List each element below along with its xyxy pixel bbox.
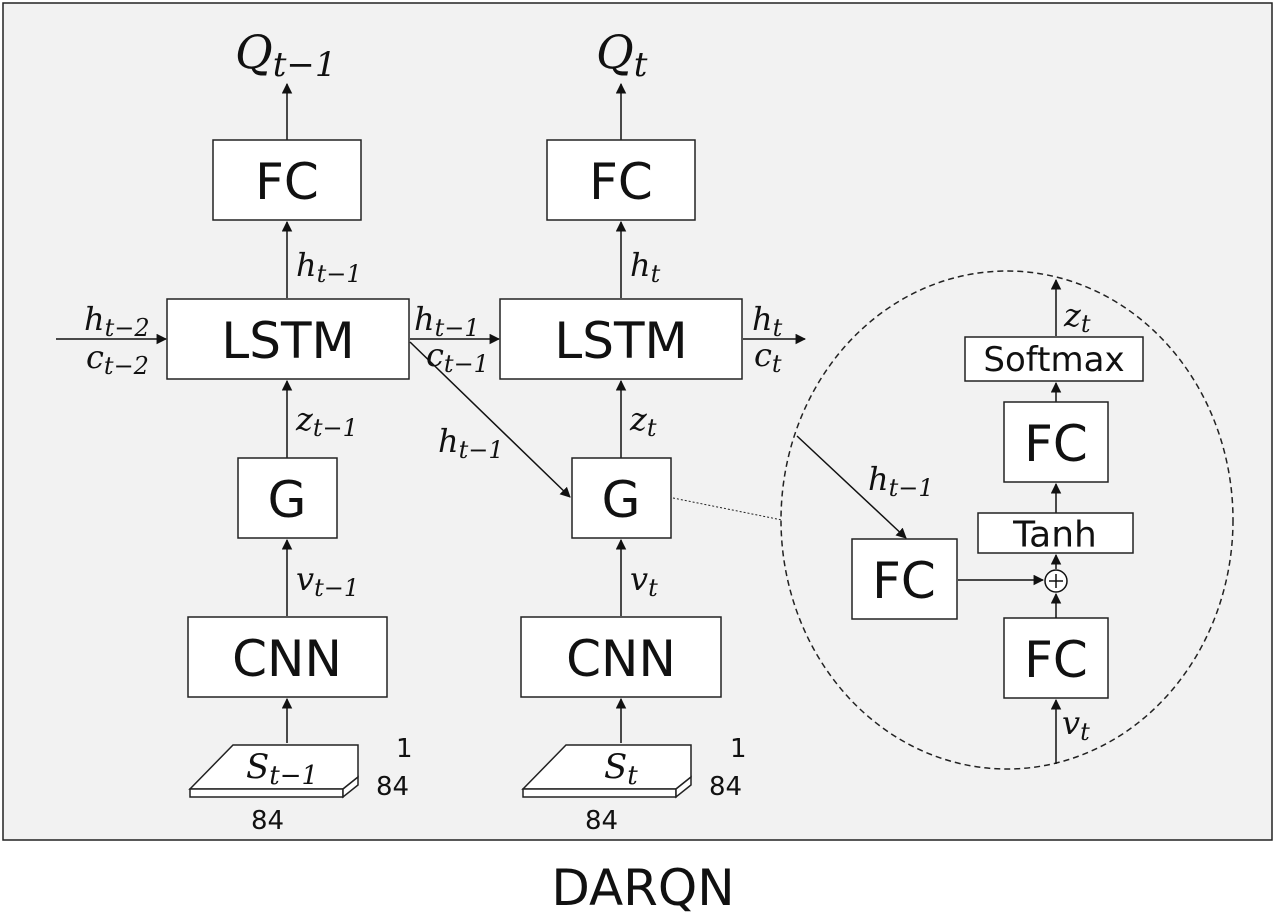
label-c-curr-out: ct xyxy=(754,336,782,378)
tanh-label: Tanh xyxy=(1012,515,1097,556)
softmax-box xyxy=(964,336,1144,382)
label-h-prev-zoom: ht−1 xyxy=(868,460,934,502)
dim-depth-middle: 1 xyxy=(730,734,747,764)
lstm-label-left: LSTM xyxy=(221,312,354,370)
fc-label-zoom-bottom: FC xyxy=(1024,631,1088,689)
label-s-curr: St xyxy=(604,747,638,791)
fc-box-middle xyxy=(546,139,696,221)
tanh-box xyxy=(977,512,1134,554)
lstm-box-middle xyxy=(499,298,743,380)
softmax-label: Softmax xyxy=(983,340,1124,380)
output-q-prev: Qt−1 xyxy=(235,25,337,85)
cnn-box-left xyxy=(187,616,388,698)
dim-height-left: 84 xyxy=(376,772,409,802)
lstm-label-middle: LSTM xyxy=(554,312,687,370)
label-v-prev: vt−1 xyxy=(296,560,359,602)
label-h-prev-mid: ht−1 xyxy=(414,300,480,342)
label-h-curr-up: ht xyxy=(630,246,661,288)
output-q-curr: Qt xyxy=(596,25,648,85)
label-z-prev: zt−1 xyxy=(295,400,358,442)
diagram-caption: DARQN xyxy=(551,859,734,914)
fc-box-zoom-left xyxy=(851,538,958,620)
label-c-prev2: ct−2 xyxy=(86,338,149,380)
g-box-left xyxy=(237,457,338,539)
label-h-curr-out: ht xyxy=(752,300,783,342)
label-h-prev-up: ht−1 xyxy=(296,246,362,288)
label-z-curr-zoom: zt xyxy=(1063,296,1091,338)
state-slab-left xyxy=(188,744,359,799)
cnn-label-left: CNN xyxy=(232,630,342,688)
dim-width-left: 84 xyxy=(251,806,284,836)
g-label-left: G xyxy=(268,471,307,529)
dim-height-middle: 84 xyxy=(709,772,742,802)
g-box-middle xyxy=(571,457,672,539)
lstm-box-left xyxy=(166,298,410,380)
label-s-prev: St−1 xyxy=(246,747,318,791)
g-label-middle: G xyxy=(602,471,641,529)
fc-box-zoom-top xyxy=(1003,401,1109,483)
label-c-prev-mid: ct−1 xyxy=(426,336,489,378)
label-h-prev-diag: ht−1 xyxy=(438,422,504,464)
fc-box-left xyxy=(212,139,362,221)
fc-box-zoom-bottom xyxy=(1003,617,1109,699)
fc-label-left: FC xyxy=(255,153,319,211)
dim-depth-left: 1 xyxy=(396,734,413,764)
attention-zoom-ellipse xyxy=(780,270,1234,770)
fc-label-middle: FC xyxy=(589,153,653,211)
dim-width-middle: 84 xyxy=(585,806,618,836)
fc-label-zoom-top: FC xyxy=(1024,415,1088,473)
cnn-label-middle: CNN xyxy=(566,630,676,688)
cnn-box-middle xyxy=(520,616,722,698)
label-h-prev2: ht−2 xyxy=(84,300,150,342)
fc-label-zoom-left: FC xyxy=(872,552,936,610)
label-v-curr: vt xyxy=(630,560,658,602)
state-slab-middle xyxy=(521,744,692,799)
zoom-connector xyxy=(672,497,783,521)
label-z-curr: zt xyxy=(629,400,657,442)
label-v-curr-zoom: vt xyxy=(1062,704,1090,746)
add-node xyxy=(1044,569,1068,593)
